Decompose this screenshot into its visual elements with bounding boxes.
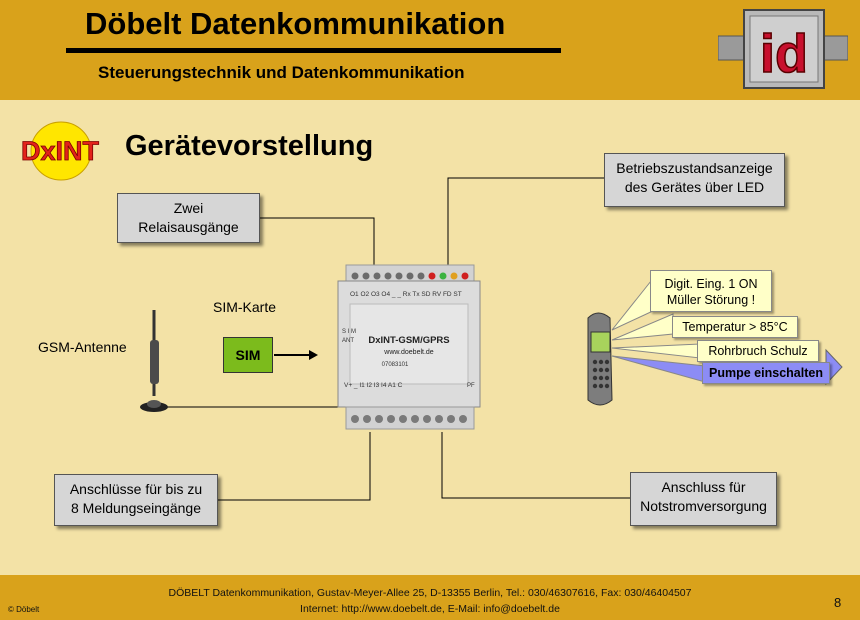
message-pipe-burst: Rohrbruch Schulz bbox=[697, 340, 819, 362]
device-image: O1 O2 O3 O4 _ _ Rx Tx SD RV FD ST S I M … bbox=[337, 264, 481, 430]
sim-card-label: SIM-Karte bbox=[213, 299, 277, 315]
device-bottom-terminals: V+ _ I1 I2 I3 I4 A1 C bbox=[344, 382, 403, 389]
company-subtitle: Steuerungstechnik und Datenkommunikation bbox=[98, 63, 465, 82]
device-side-letters: S I M bbox=[342, 329, 356, 335]
callout-inputs: Anschlüsse für bis zu 8 Meldungseingänge bbox=[54, 474, 218, 526]
antenna-label: GSM-Antenne bbox=[38, 339, 127, 355]
callout-power: Anschluss für Notstromversorgung bbox=[630, 472, 777, 526]
callout-relays-line1: Zwei bbox=[173, 200, 204, 216]
page-number: 8 bbox=[834, 595, 842, 610]
footer-contact: Internet: http://www.doebelt.de, E-Mail:… bbox=[300, 603, 560, 615]
phone-callout-fan bbox=[611, 274, 706, 383]
dxint-logo-text: DxINT bbox=[21, 136, 100, 166]
callout-relays: Zwei Relaisausgänge bbox=[117, 193, 260, 243]
message-pump-on: Pumpe einschalten bbox=[702, 362, 830, 384]
page-title: Gerätevorstellung bbox=[125, 130, 374, 162]
footer-address: DÖBELT Datenkommunikation, Gustav-Meyer-… bbox=[168, 587, 692, 599]
device-serial: 07083101 bbox=[382, 362, 409, 368]
relay-connector bbox=[260, 217, 375, 268]
header-bar: Döbelt Datenkommunikation Steuerungstech… bbox=[0, 0, 860, 100]
sim-chip: SIM bbox=[223, 337, 273, 373]
sim-arrow-head bbox=[309, 350, 318, 360]
logo-id-text: id bbox=[760, 24, 808, 84]
footer-bar: DÖBELT Datenkommunikation, Gustav-Meyer-… bbox=[0, 575, 860, 620]
callout-led: Betriebszustandsanzeige des Gerätes über… bbox=[604, 153, 785, 207]
company-title: Döbelt Datenkommunikation bbox=[85, 6, 506, 41]
callout-inputs-line2: 8 Meldungseingänge bbox=[71, 500, 201, 516]
device-website: www.doebelt.de bbox=[383, 349, 434, 356]
callout-relays-line2: Relaisausgänge bbox=[138, 219, 239, 235]
antenna-icon bbox=[140, 310, 168, 412]
callout-inputs-line1: Anschlüsse für bis zu bbox=[69, 481, 203, 497]
device-name: DxINT-GSM/GPRS bbox=[368, 335, 449, 346]
power-connector bbox=[441, 432, 630, 499]
inputs-connector bbox=[218, 432, 371, 501]
callout-led-line2: des Gerätes über LED bbox=[624, 179, 765, 195]
device-pf-label: PF bbox=[467, 383, 475, 389]
mobile-phone-icon bbox=[587, 312, 613, 406]
footer-copyright: © Döbelt bbox=[8, 605, 40, 614]
header-divider bbox=[66, 48, 561, 53]
dxint-logo: DxINT bbox=[21, 121, 100, 181]
callout-power-line2: Notstromversorgung bbox=[640, 498, 767, 514]
message-digital-input: Digit. Eing. 1 ON Müller Störung ! bbox=[650, 270, 772, 312]
device-ant-label: ANT bbox=[342, 338, 354, 344]
device-top-terminals: O1 O2 O3 O4 _ _ Rx Tx SD RV FD ST bbox=[350, 291, 462, 298]
id-logo: id bbox=[718, 9, 848, 89]
led-connector bbox=[447, 177, 604, 268]
message-temperature: Temperatur > 85°C bbox=[672, 316, 798, 338]
callout-power-line1: Anschluss für bbox=[661, 479, 746, 495]
callout-led-line1: Betriebszustandsanzeige bbox=[616, 160, 773, 176]
